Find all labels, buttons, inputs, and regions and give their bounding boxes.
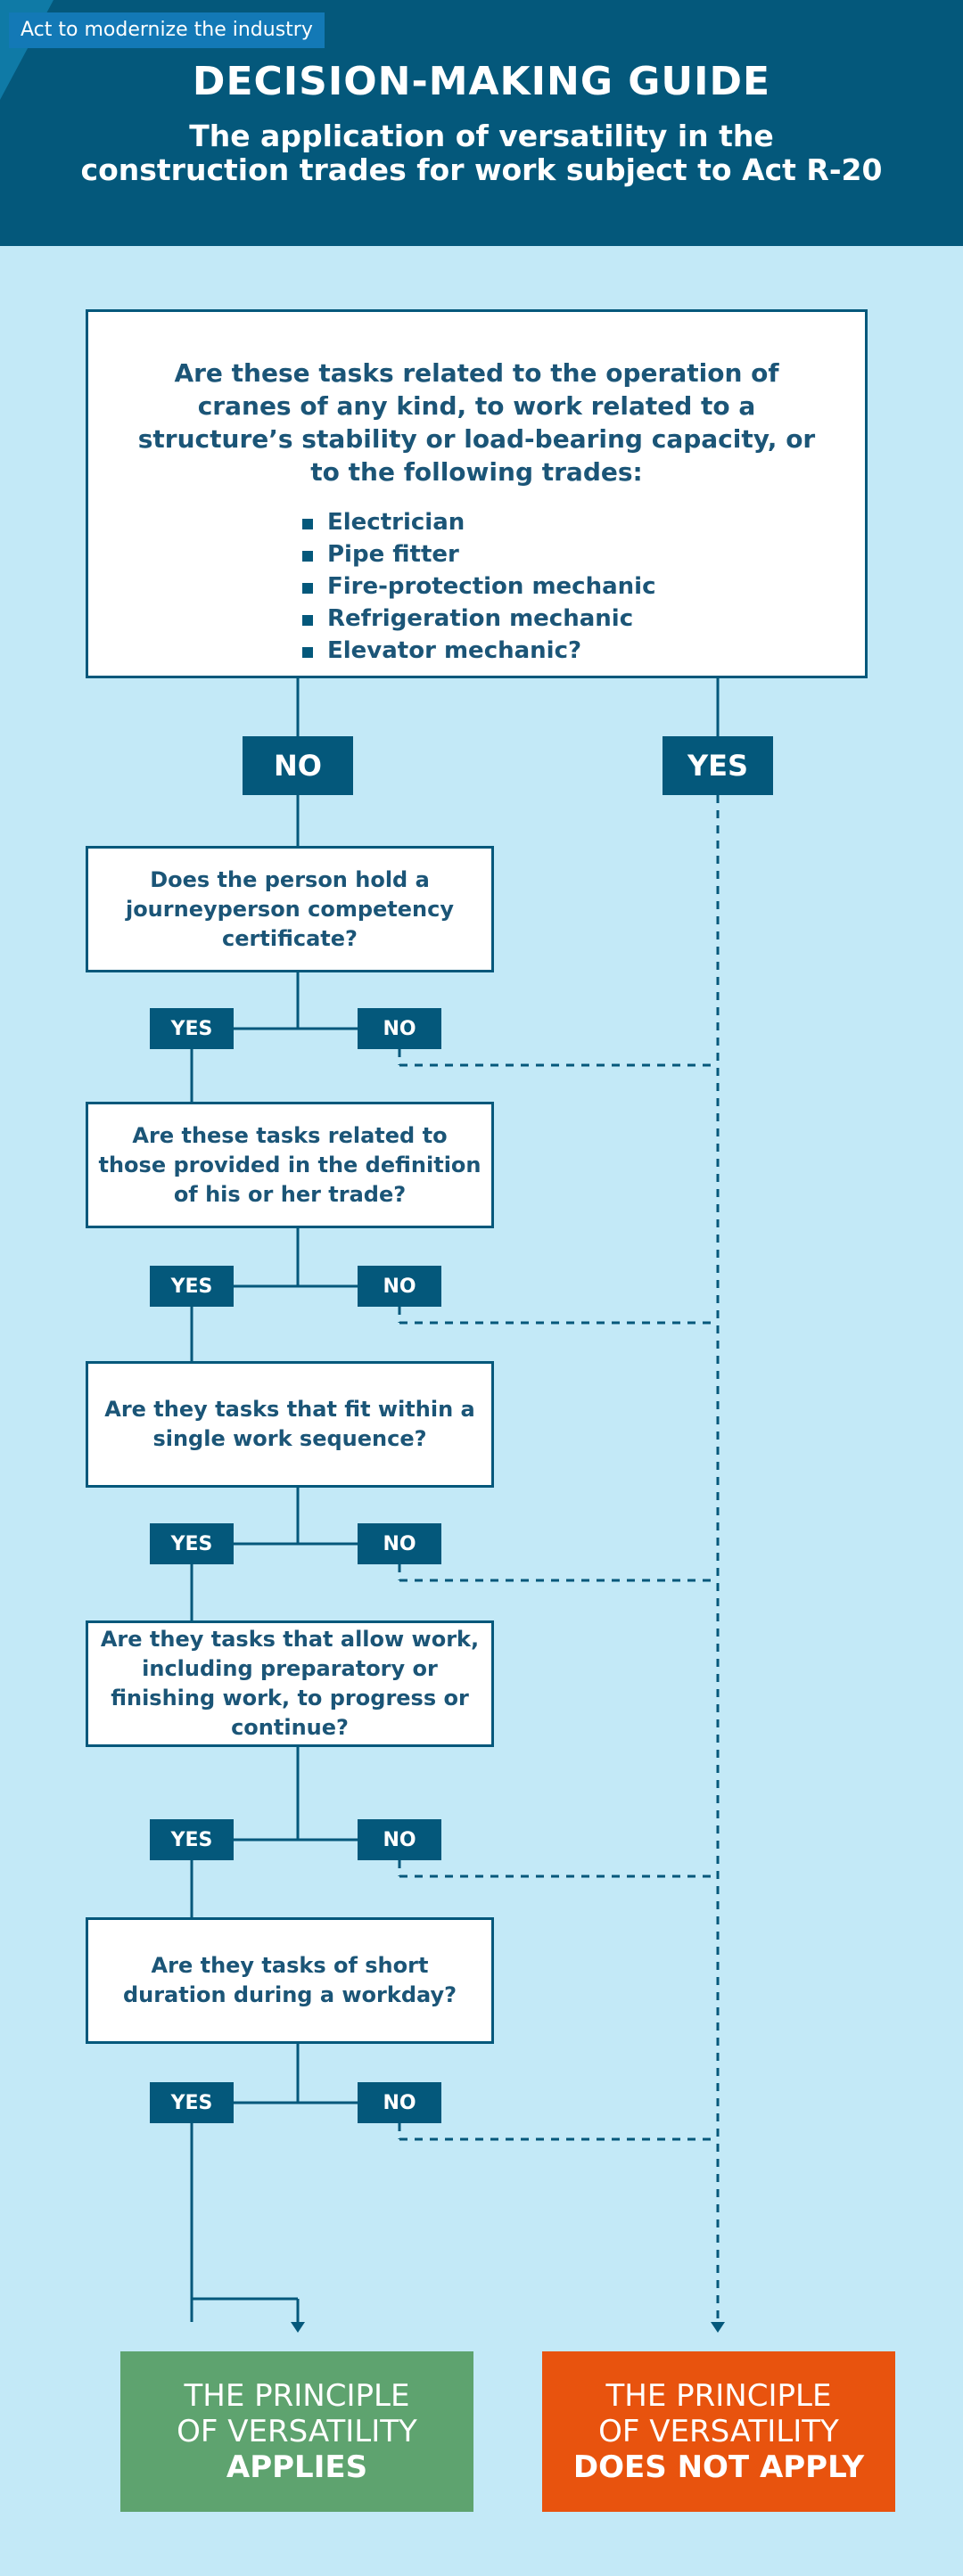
bullet-icon	[302, 583, 313, 594]
result-verdict: APPLIES	[226, 2449, 368, 2485]
yes-label-5: YES	[150, 2082, 234, 2123]
trade-item: Fire-protection mechanic	[302, 570, 655, 603]
question-text: Are these tasks related to those provide…	[98, 1122, 482, 1207]
no-label-4: NO	[358, 1819, 441, 1860]
main-question-text: Are these tasks related to the operation…	[137, 358, 816, 487]
result-verdict: DOES NOT APPLY	[572, 2449, 865, 2485]
question-box-2: Are these tasks related to those provide…	[86, 1102, 494, 1228]
result-line: THE PRINCIPLE	[184, 2378, 410, 2414]
main-yes-label: YES	[663, 736, 773, 795]
question-box-1: Does the person hold a journeyperson com…	[86, 846, 494, 972]
trade-label: Elevator mechanic?	[327, 637, 582, 664]
question-box-5: Are they tasks of short duration during …	[86, 1917, 494, 2044]
trade-label: Refrigeration mechanic	[327, 605, 634, 632]
question-text: Does the person hold a journeyperson com…	[125, 866, 455, 951]
question-text: Are they tasks that fit within a single …	[104, 1397, 475, 1451]
no-label-2: NO	[358, 1266, 441, 1307]
bullet-icon	[302, 519, 313, 529]
trade-item: Refrigeration mechanic	[302, 603, 655, 635]
question-text: Are they tasks that allow work, includin…	[100, 1627, 480, 1740]
trade-label: Pipe fitter	[327, 541, 459, 568]
page-subtitle: The application of versatility in the co…	[80, 119, 883, 187]
trade-label: Fire-protection mechanic	[327, 573, 656, 600]
header-tag: Act to modernize the industry	[9, 12, 325, 48]
result-line: THE PRINCIPLE	[605, 2378, 832, 2414]
no-label-1: NO	[358, 1008, 441, 1049]
yes-label-1: YES	[150, 1008, 234, 1049]
question-box-4: Are they tasks that allow work, includin…	[86, 1620, 494, 1747]
question-box-3: Are they tasks that fit within a single …	[86, 1361, 494, 1488]
result-line: OF VERSATILITY	[177, 2414, 417, 2449]
main-question-box: Are these tasks related to the operation…	[86, 309, 868, 678]
trades-list: Electrician Pipe fitter Fire-protection …	[302, 506, 655, 667]
header-banner: Act to modernize the industry DECISION-M…	[0, 0, 963, 246]
yes-label-3: YES	[150, 1523, 234, 1564]
trade-item: Pipe fitter	[302, 538, 655, 570]
bullet-icon	[302, 615, 313, 626]
question-text: Are they tasks of short duration during …	[122, 1953, 457, 2007]
no-label-5: NO	[358, 2082, 441, 2123]
yes-label-2: YES	[150, 1266, 234, 1307]
no-label-3: NO	[358, 1523, 441, 1564]
arrowhead-applies	[291, 2322, 305, 2333]
bullet-icon	[302, 647, 313, 658]
main-no-label: NO	[243, 736, 353, 795]
page-title: DECISION-MAKING GUIDE	[192, 59, 771, 104]
trade-item: Elevator mechanic?	[302, 635, 655, 667]
result-applies-box: THE PRINCIPLE OF VERSATILITY APPLIES	[120, 2351, 473, 2512]
result-line: OF VERSATILITY	[598, 2414, 839, 2449]
yes-label-4: YES	[150, 1819, 234, 1860]
result-does-not-apply-box: THE PRINCIPLE OF VERSATILITY DOES NOT AP…	[542, 2351, 895, 2512]
bullet-icon	[302, 551, 313, 562]
arrowhead-not-apply	[711, 2322, 725, 2333]
trade-item: Electrician	[302, 506, 655, 538]
trade-label: Electrician	[327, 509, 465, 536]
